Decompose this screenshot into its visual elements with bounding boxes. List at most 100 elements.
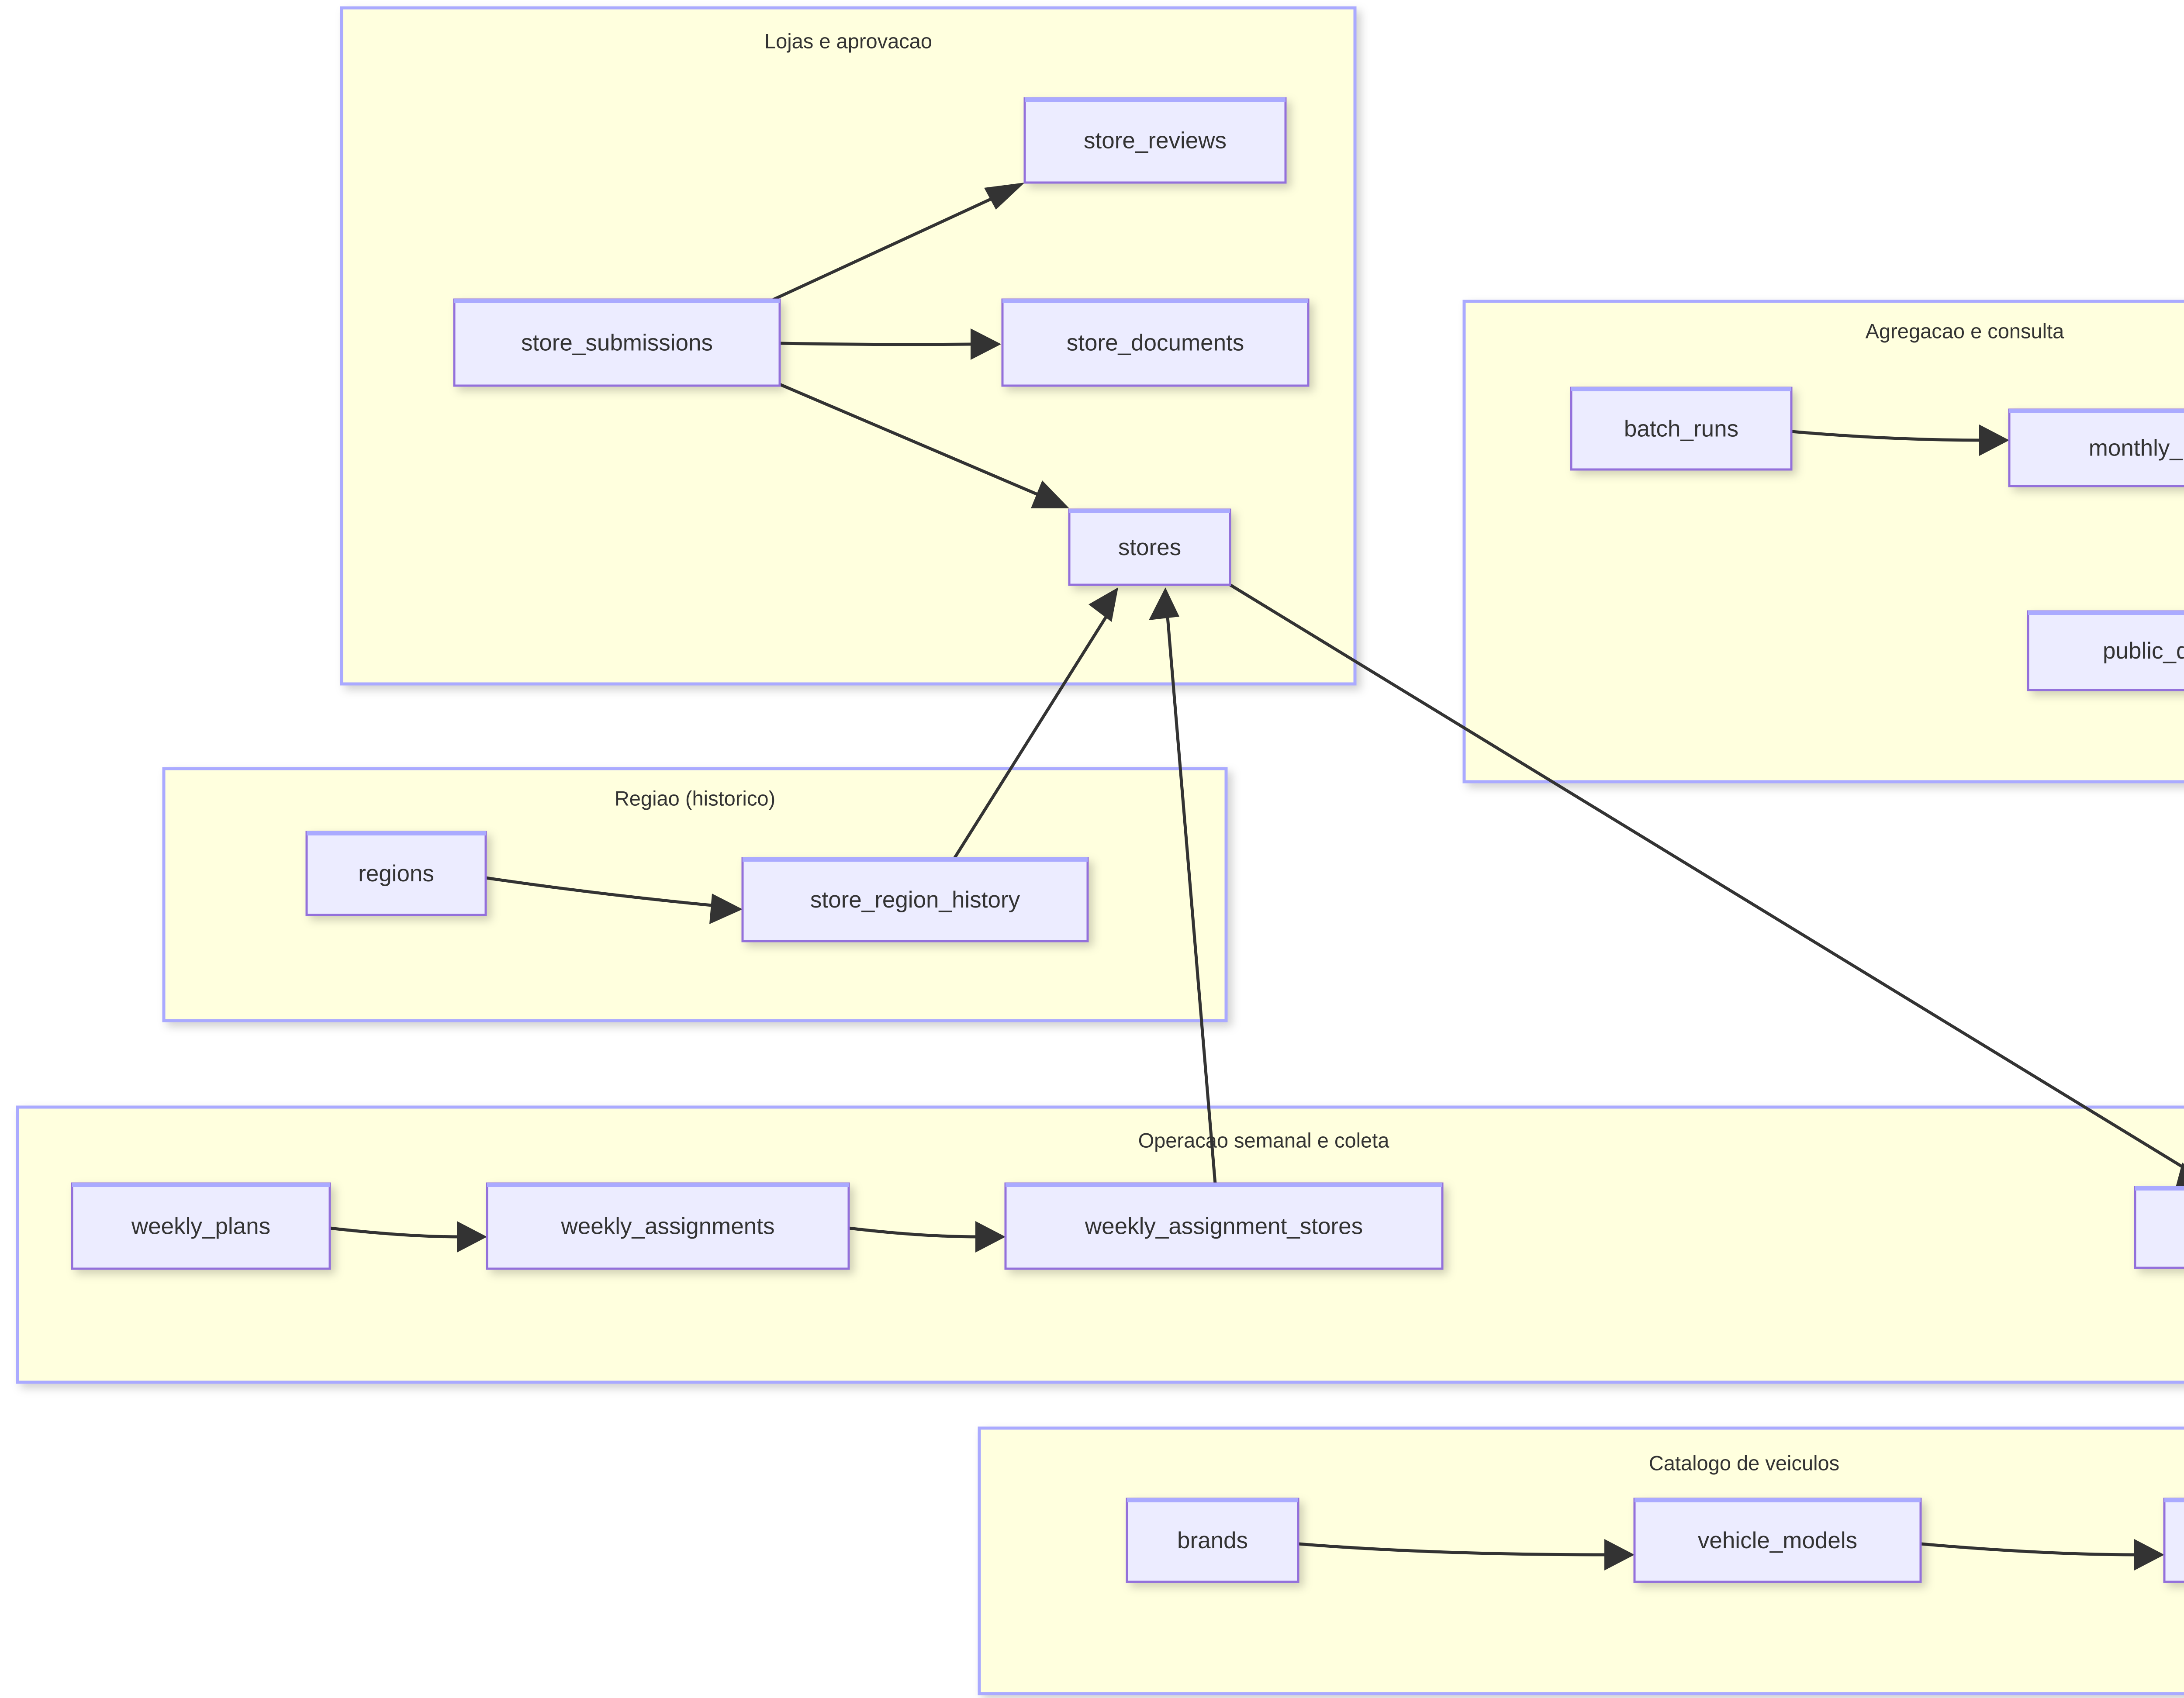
node-label-regions: regions (358, 861, 434, 887)
node-label-store_submissions: store_submissions (521, 330, 713, 356)
node-store_region_history[interactable]: store_region_history (741, 857, 1089, 942)
node-store_documents[interactable]: store_documents (1001, 298, 1310, 387)
node-accent-bar-price_observations (2135, 1186, 2184, 1191)
arrowhead-icon (1604, 1539, 1635, 1570)
node-label-weekly_assignments: weekly_assignments (560, 1214, 774, 1239)
edge-line (779, 342, 975, 346)
arrowhead-icon (2134, 1539, 2164, 1570)
cluster-label-catalogo: Catalogo de veiculos (1649, 1451, 1839, 1474)
edge-store_submissions-to-stores (779, 383, 1069, 508)
node-rect-vehicle_variants[interactable] (2163, 1498, 2184, 1583)
edge-vehicle_models-to-vehicle_variants (1920, 1539, 2164, 1570)
node-label-store_reviews: store_reviews (1084, 128, 1227, 154)
edges-layer (329, 183, 2184, 1570)
node-stores[interactable]: stores (1068, 508, 1231, 586)
edge-weekly_plans-to-weekly_assignments (329, 1221, 487, 1253)
node-rect-batch_runs[interactable] (1570, 387, 1793, 471)
edge-store_submissions-to-store_documents (779, 328, 1001, 360)
node-label-vehicle_models: vehicle_models (1698, 1528, 1857, 1553)
cluster-label-lojas: Lojas e aprovacao (764, 29, 932, 52)
node-weekly_plans[interactable]: weekly_plans (71, 1182, 331, 1270)
node-rect-store_submissions[interactable] (453, 298, 781, 387)
node-vehicle_models[interactable]: vehicle_models (1633, 1498, 1922, 1583)
node-label-public_quote_queries: public_quote_queries (2103, 638, 2184, 664)
node-label-weekly_plans: weekly_plans (131, 1214, 270, 1239)
node-accent-bar-public_quote_queries (2028, 611, 2184, 615)
cluster-label-regiao: Regiao (historico) (615, 787, 775, 810)
nodes-layer: store_reviews store_submissions store_docu… (71, 97, 2184, 1583)
edge-line (1229, 583, 2184, 1170)
edge-line (1791, 430, 1984, 442)
edge-line (1920, 1542, 2139, 1556)
node-store_submissions[interactable]: store_submissions (453, 298, 781, 387)
edge-store_region_history-to-stores (953, 587, 1118, 859)
node-monthly_price_averages[interactable]: monthly_price_averages (2008, 408, 2184, 487)
node-rect-store_documents[interactable] (1001, 298, 1310, 387)
edge-line (329, 1226, 461, 1239)
node-accent-bar-regions (307, 831, 486, 835)
node-rect-regions[interactable] (305, 831, 487, 916)
node-regions[interactable]: regions (305, 831, 487, 916)
edge-brands-to-vehicle_models (1298, 1539, 1635, 1570)
arrowhead-icon (1979, 424, 2009, 456)
cluster-rect-agregacao (1462, 300, 2184, 783)
node-accent-bar-store_submissions (454, 299, 780, 303)
node-vehicle_variants[interactable]: vehicle_variants (2163, 1498, 2184, 1583)
node-rect-store_region_history[interactable] (741, 857, 1089, 942)
node-rect-vehicle_models[interactable] (1633, 1498, 1922, 1583)
node-accent-bar-weekly_plans (72, 1183, 330, 1187)
node-label-store_documents: store_documents (1067, 330, 1244, 356)
node-label-batch_runs: batch_runs (1624, 416, 1738, 442)
edge-regions-to-store_region_history (485, 876, 743, 924)
node-weekly_assignment_stores[interactable]: weekly_assignment_stores (1004, 1182, 1444, 1270)
node-brands[interactable]: brands (1126, 1498, 1299, 1583)
arrowhead-icon (457, 1221, 487, 1253)
edge-line (848, 1226, 980, 1239)
node-rect-weekly_assignment_stores[interactable] (1004, 1182, 1444, 1270)
edge-batch_runs-to-monthly_price_averages (1791, 424, 2009, 456)
node-rect-price_observations[interactable] (2134, 1186, 2184, 1269)
node-label-monthly_price_averages: monthly_price_averages (2089, 435, 2184, 461)
cluster-agregacao: Agregacao e consulta (1462, 300, 2184, 783)
node-rect-store_reviews[interactable] (1023, 97, 1287, 184)
edge-line (485, 876, 717, 908)
node-rect-public_quote_queries[interactable] (2027, 610, 2184, 691)
edge-line (772, 187, 1014, 301)
edge-weekly_assignments-to-weekly_assignment_stores (848, 1221, 1006, 1253)
arrowhead-icon (709, 894, 743, 924)
edge-weekly_assignment_stores-to-stores (1149, 587, 1217, 1184)
node-label-brands: brands (1177, 1528, 1248, 1553)
node-accent-bar-vehicle_models (1635, 1498, 1921, 1502)
node-accent-bar-weekly_assignments (487, 1183, 849, 1187)
node-accent-bar-batch_runs (1571, 387, 1791, 391)
node-accent-bar-monthly_price_averages (2009, 409, 2184, 413)
edge-line (953, 611, 1111, 859)
node-public_quote_queries[interactable]: public_quote_queries (2027, 610, 2184, 691)
arrowhead-icon (975, 1221, 1006, 1253)
edge-stores-to-price_observations (1229, 583, 2184, 1189)
node-weekly_assignments[interactable]: weekly_assignments (486, 1182, 850, 1270)
arrowhead-icon (984, 183, 1025, 210)
node-label-stores: stores (1118, 535, 1181, 560)
node-accent-bar-stores (1069, 509, 1230, 513)
node-price_observations[interactable]: price_observations (2134, 1186, 2184, 1269)
node-accent-bar-store_documents (1002, 299, 1308, 303)
edge-line (1165, 611, 1217, 1184)
node-accent-bar-store_region_history (743, 857, 1088, 862)
arrowhead-icon (971, 328, 1001, 360)
node-label-store_region_history: store_region_history (810, 887, 1020, 913)
node-rect-monthly_price_averages[interactable] (2008, 408, 2184, 487)
node-accent-bar-weekly_assignment_stores (1006, 1183, 1442, 1187)
node-accent-bar-vehicle_variants (2164, 1498, 2184, 1502)
edge-store_submissions-to-store_reviews (772, 183, 1025, 301)
node-accent-bar-brands (1127, 1498, 1298, 1502)
arrowhead-icon (1089, 587, 1118, 622)
arrowhead-icon (2175, 1163, 2184, 1189)
node-rect-weekly_assignments[interactable] (486, 1182, 850, 1270)
cluster-label-operacao: Operacao semanal e coleta (1138, 1129, 1390, 1152)
node-batch_runs[interactable]: batch_runs (1570, 387, 1793, 471)
cluster-label-agregacao: Agregacao e consulta (1866, 319, 2065, 342)
edge-line (779, 383, 1047, 500)
node-store_reviews[interactable]: store_reviews (1023, 97, 1287, 184)
